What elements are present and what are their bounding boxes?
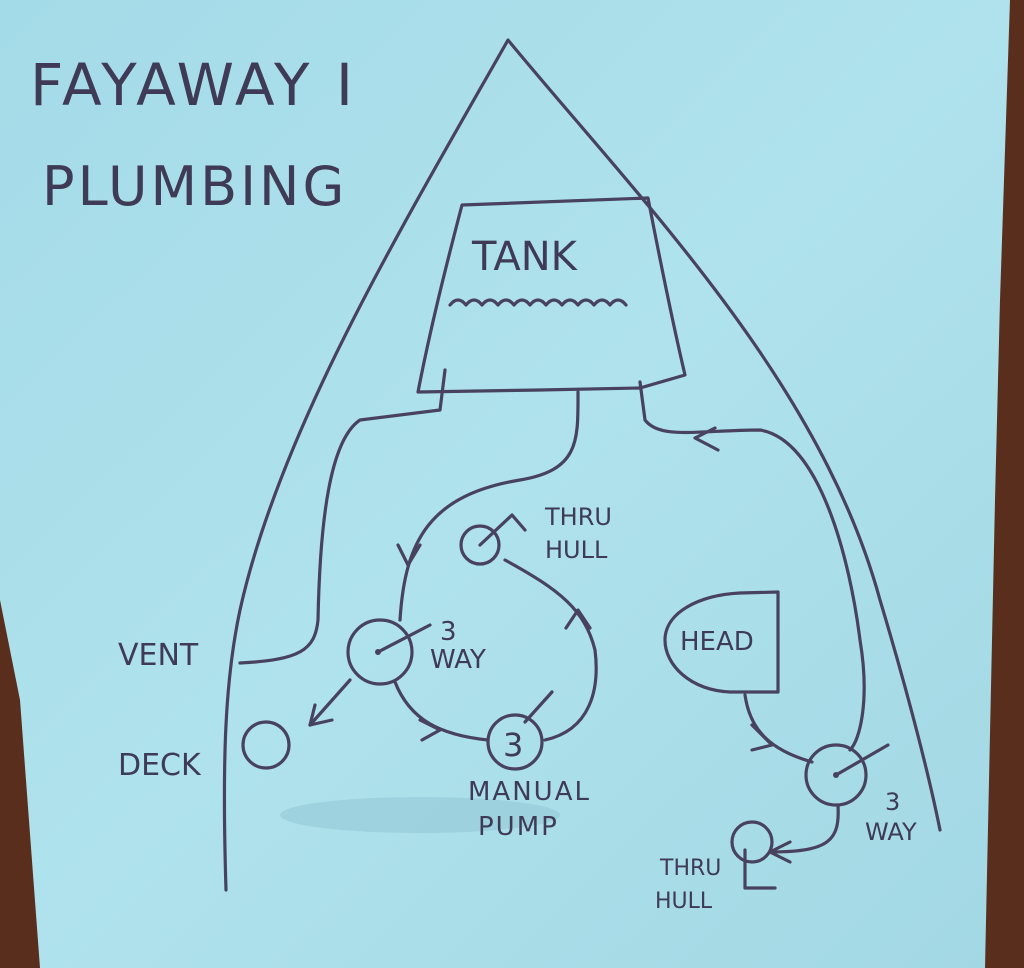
manual-pump-label-1: MANUAL [468, 777, 591, 807]
thru-hull-bottom[interactable] [730, 820, 774, 864]
arrow-up [564, 608, 592, 630]
three-way-valve-right[interactable] [804, 743, 868, 807]
tank-return-line [638, 380, 866, 752]
arrow-to-tank [693, 426, 720, 452]
arrow-to-3way-right [750, 723, 774, 752]
smudge [280, 797, 560, 833]
three-way-valve-left[interactable] [346, 618, 414, 686]
arrow-to-pump [418, 718, 442, 742]
pump-to-thru-hull-line [503, 558, 598, 742]
3way-to-thru-hull-line [768, 803, 840, 854]
title-line-1: FAYAWAY I [30, 51, 357, 119]
deck-fitting[interactable] [241, 720, 291, 770]
arrow-down [396, 543, 422, 567]
thru-hull-bottom-label-1: THRU [659, 856, 721, 881]
thru-hull-top-handle [478, 513, 527, 547]
three-way-left-label-2: WAY [430, 645, 486, 675]
vent-line [238, 368, 447, 665]
thru-hull-top-label-2: HULL [545, 536, 608, 564]
pump-symbol: 3 [503, 726, 523, 764]
valve-handle [834, 743, 890, 777]
thru-hull-bottom-handle [743, 848, 777, 890]
tank-label: TANK [471, 234, 579, 280]
three-way-right-label-1: 3 [885, 788, 900, 816]
pump-handle [523, 690, 554, 724]
manual-pump-label-2: PUMP [478, 812, 559, 842]
three-way-left-label-1: 3 [440, 617, 457, 647]
3way-to-deck-line [308, 678, 352, 727]
vent-label: VENT [118, 638, 199, 673]
manual-pump[interactable] [486, 713, 544, 771]
valve-handle [376, 623, 432, 654]
hull-outline [222, 38, 942, 892]
arrow-to-deck [308, 703, 334, 727]
head-label: HEAD [680, 627, 754, 657]
title-line-2: PLUMBING [42, 155, 347, 218]
three-way-right-label-2: WAY [865, 818, 917, 846]
head[interactable] [663, 590, 780, 694]
tank-water-line [448, 298, 628, 307]
thru-hull-top-label-1: THRU [544, 503, 612, 531]
thru-hull-bottom-label-2: HULL [655, 889, 713, 914]
thru-hull-top[interactable] [459, 524, 501, 566]
deck-label: DECK [118, 748, 202, 783]
